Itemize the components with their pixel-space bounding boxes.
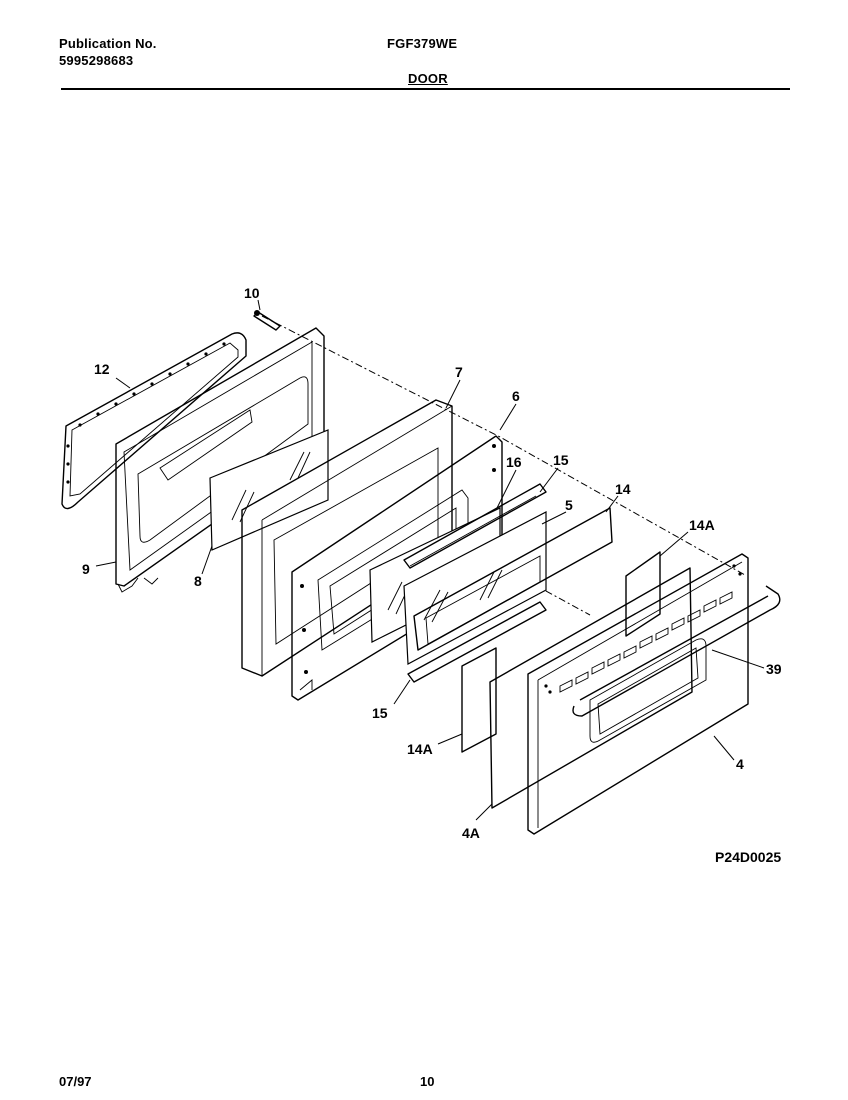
callout-4a: 4A bbox=[462, 825, 480, 841]
publication-label: Publication No. bbox=[59, 36, 157, 51]
callout-10: 10 bbox=[244, 285, 260, 301]
callout-9: 9 bbox=[82, 561, 90, 577]
part-8-glass bbox=[209, 429, 329, 551]
callout-14: 14 bbox=[615, 481, 631, 497]
header-rule bbox=[61, 88, 790, 90]
part-15-top-channel bbox=[403, 483, 547, 569]
part-14a-insulation-bottom bbox=[461, 647, 497, 753]
part-39-door-handle bbox=[572, 585, 781, 717]
callout-16: 16 bbox=[506, 454, 522, 470]
drawing-code: P24D0025 bbox=[715, 849, 781, 865]
part-12-door-gasket bbox=[61, 332, 247, 510]
callout-14a-top: 14A bbox=[689, 517, 715, 533]
callout-8: 8 bbox=[194, 573, 202, 589]
callout-12: 12 bbox=[94, 361, 110, 377]
callout-5: 5 bbox=[565, 497, 573, 513]
section-title: DOOR bbox=[408, 71, 448, 86]
part-10-screw bbox=[253, 310, 281, 331]
part-14a-insulation-top bbox=[625, 551, 661, 637]
part-14-trim bbox=[413, 507, 613, 651]
part-4-outer-door-panel bbox=[527, 553, 749, 835]
callout-14a-bottom: 14A bbox=[407, 741, 433, 757]
part-15-bottom-channel bbox=[407, 601, 547, 683]
callout-39: 39 bbox=[766, 661, 782, 677]
callout-15-top: 15 bbox=[553, 452, 569, 468]
callout-leader-lines bbox=[95, 299, 765, 821]
callout-6: 6 bbox=[512, 388, 520, 404]
callout-7: 7 bbox=[455, 364, 463, 380]
publication-number: 5995298683 bbox=[59, 53, 134, 68]
callout-15-bottom: 15 bbox=[372, 705, 388, 721]
footer-date: 07/97 bbox=[59, 1074, 92, 1089]
part-4a-backing bbox=[489, 567, 693, 809]
page-number: 10 bbox=[420, 1074, 435, 1089]
callout-4: 4 bbox=[736, 756, 744, 772]
model-number: FGF379WE bbox=[387, 36, 458, 51]
